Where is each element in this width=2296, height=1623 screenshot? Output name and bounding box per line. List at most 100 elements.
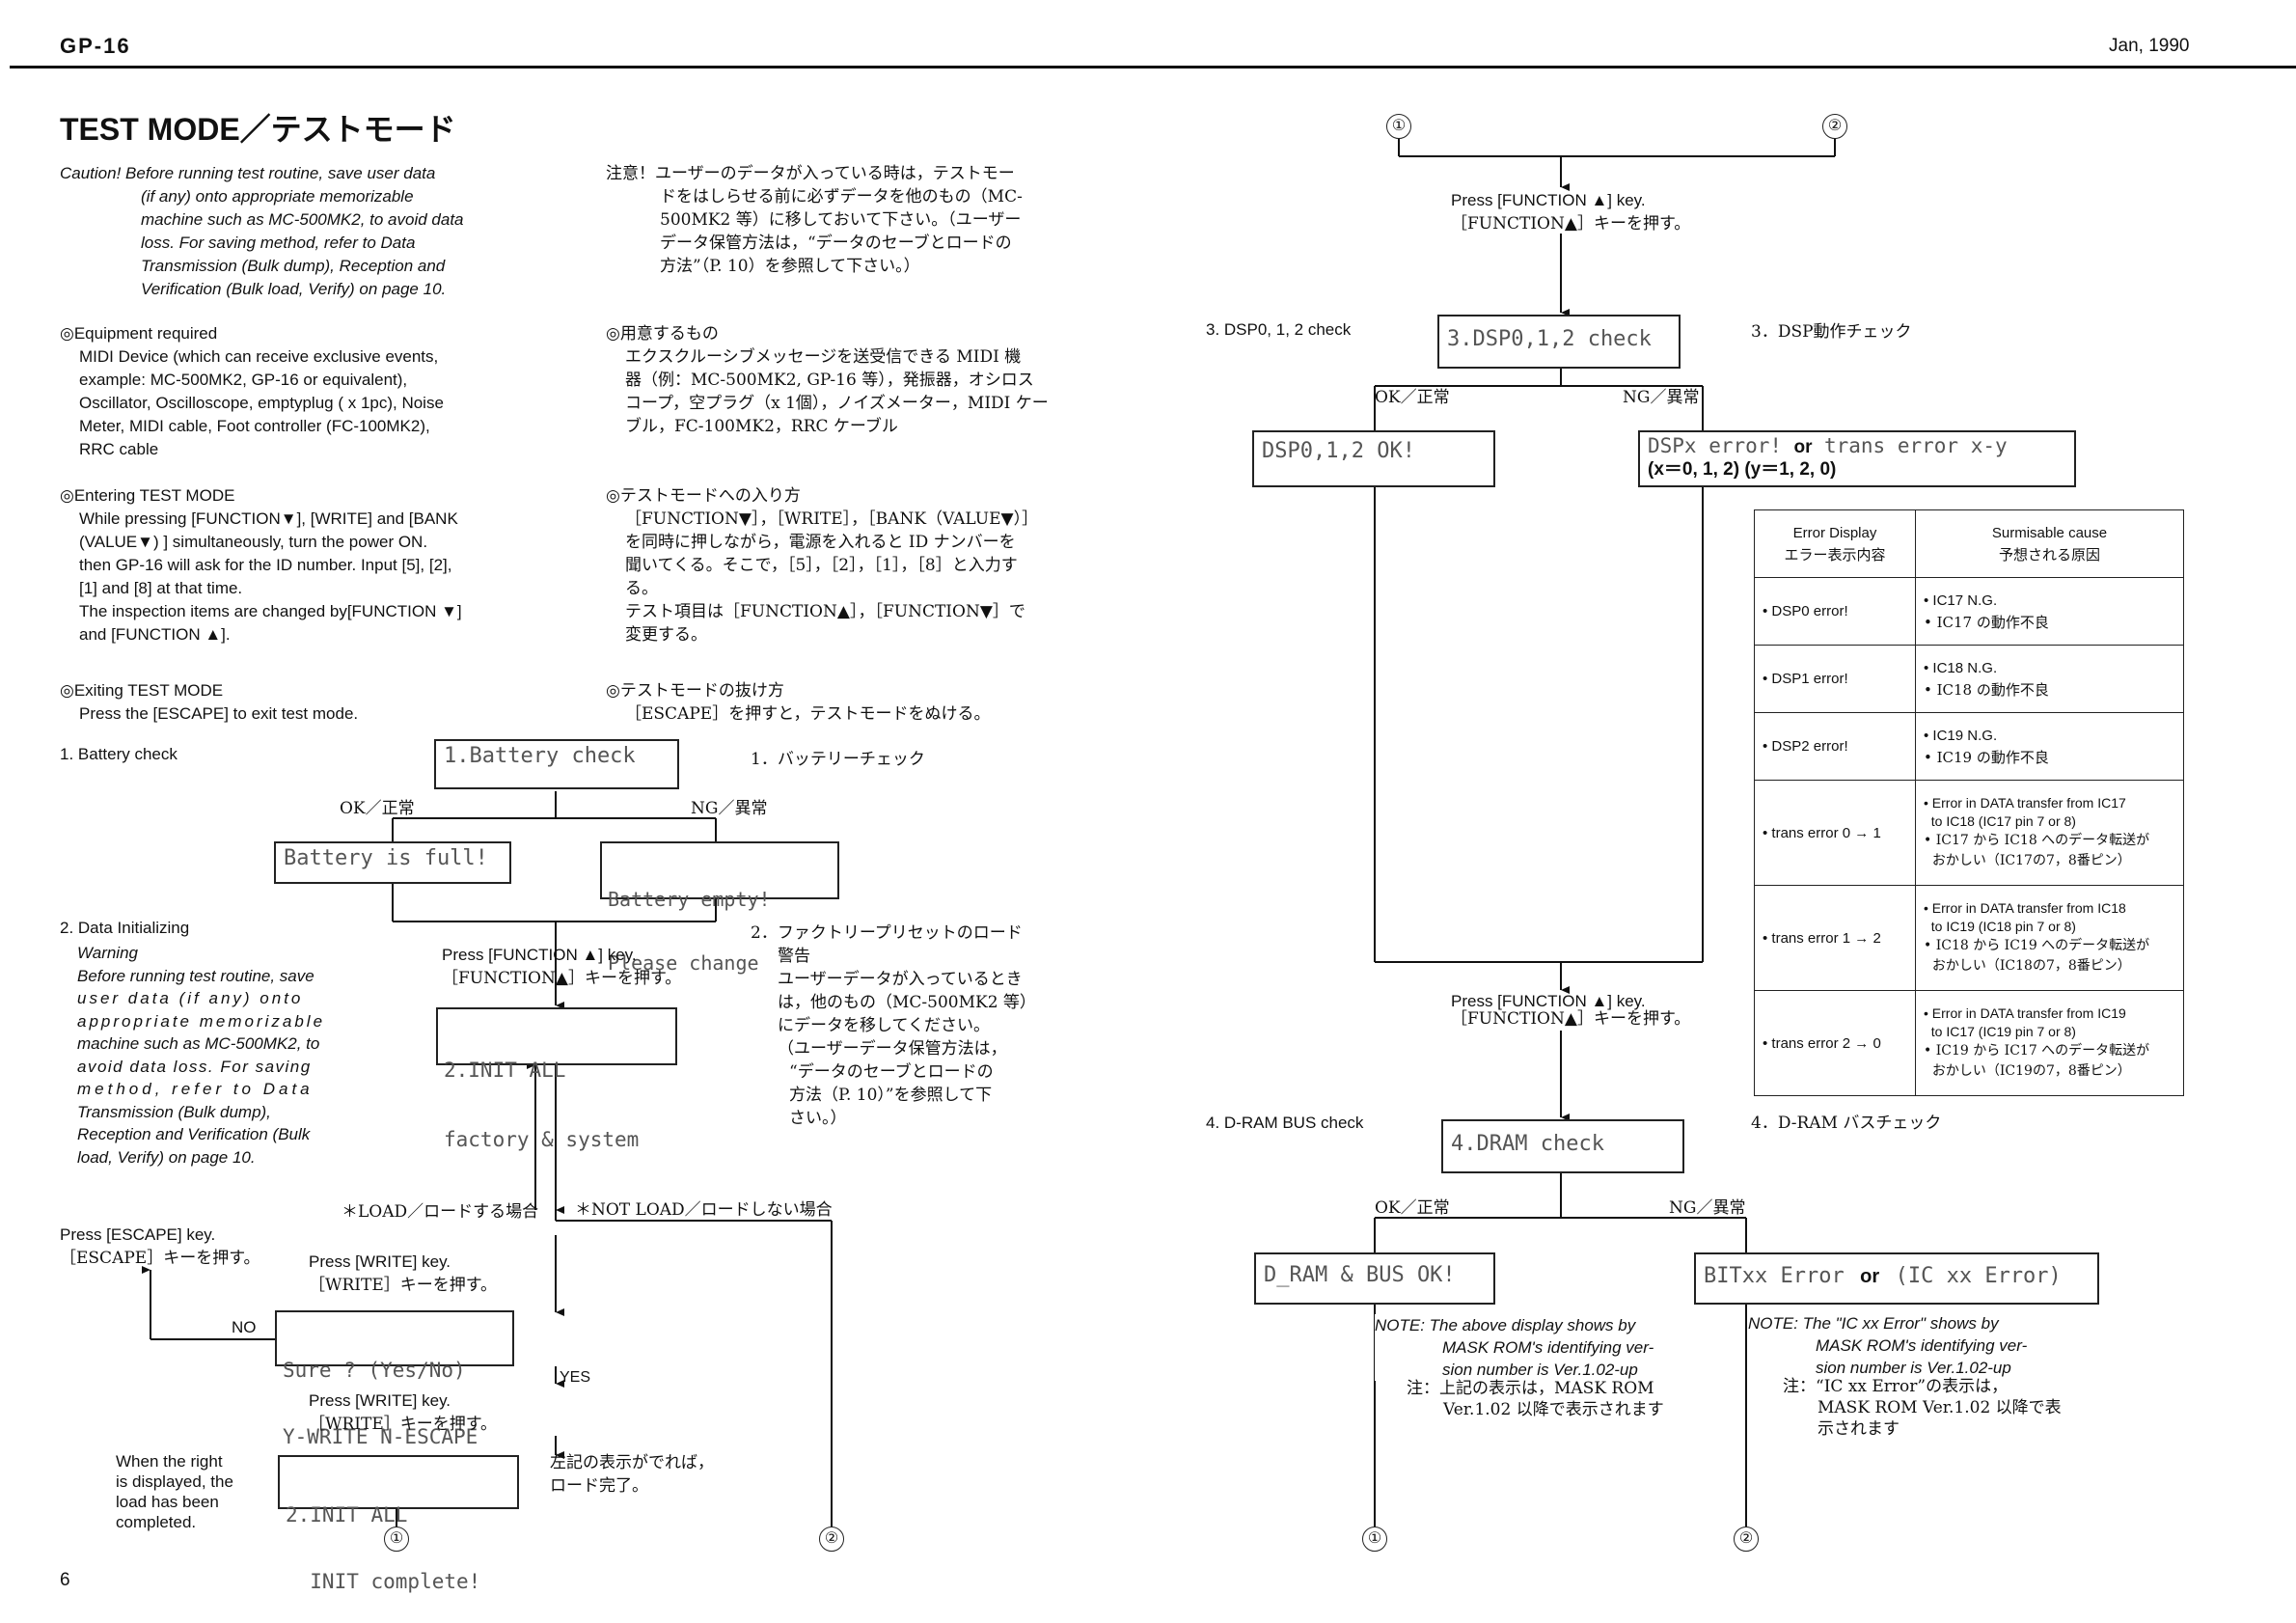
warning-line: Transmission (Bulk dump),	[77, 1102, 271, 1121]
complete-jp-line: 左記の表示がでれば，	[550, 1453, 714, 1472]
init-warning: Warning Before running test routine, sav…	[77, 942, 349, 1169]
table-row: • DSP1 error! • IC18 N.G.• IC18 の動作不良	[1754, 645, 2184, 713]
note-line: NOTE: The above display shows by	[1375, 1316, 1636, 1334]
caution-line: (if any) onto appropriate memorizable	[141, 187, 414, 206]
battery-full-lcd: Battery is full!	[274, 841, 511, 884]
dsp-ng-box: DSPx error! or trans error x-y (x＝0, 1, …	[1638, 430, 2076, 487]
complete-line: load has been	[116, 1493, 219, 1511]
dram-press-function-jp: ［FUNCTION▲］キーを押す。	[1451, 1009, 1691, 1029]
dsp-check-label: 3. DSP0, 1, 2 check	[1206, 320, 1352, 339]
connector-1-left: ①	[384, 1527, 409, 1552]
press-write-jp-2: ［WRITE］キーを押す。	[309, 1415, 498, 1434]
caution-jp-line: 500MK2 等）に移しておいて下さい。（ユーザー	[660, 210, 1022, 230]
page-title: TEST MODE／テストモード	[60, 112, 456, 147]
lcd-line: Battery empty!	[608, 888, 771, 911]
lcd-line: Sure ? (Yes/No)	[283, 1359, 466, 1382]
warning-line: method, refer to Data	[77, 1080, 314, 1098]
init-jp-warning: 警告	[778, 947, 810, 966]
connector-1-top: ①	[1386, 114, 1411, 139]
entering-line: [1] and [8] at that time.	[79, 579, 243, 597]
battery-ok-label: OK／正常	[340, 799, 415, 818]
equipment-jp-line: コープ，空プラグ（x 1個），ノイズメーター，MIDI ケー	[625, 394, 1049, 413]
equipment-line: MIDI Device (which can receive exclusive…	[79, 347, 439, 366]
entering-jp-line: る。	[625, 579, 658, 598]
equipment-en: ◎Equipment required MIDI Device (which c…	[60, 322, 513, 461]
note-line: MASK ROM's identifying ver-	[1442, 1338, 1654, 1357]
equipment-jp-heading: ◎用意するもの	[606, 324, 719, 344]
press-write-jp: ［WRITE］キーを押す。	[309, 1276, 498, 1295]
lcd-line: 2.INIT ALL	[286, 1503, 408, 1527]
yes-label: YES	[560, 1369, 591, 1386]
init-jp-line: ユーザーデータが入っているとき	[778, 970, 1023, 989]
lcd-line: 2.INIT ALL	[444, 1059, 566, 1082]
battery-lcd: 1.Battery check	[434, 739, 679, 789]
page-number: 6	[60, 1570, 70, 1590]
table-row: • DSP0 error! • IC17 N.G.• IC17 の動作不良	[1754, 577, 2184, 646]
press-write-label: Press [WRITE] key.	[309, 1252, 451, 1271]
warning-line: appropriate memorizable	[77, 1011, 326, 1031]
complete-line: completed.	[116, 1513, 197, 1531]
dram-check-label: 4. D-RAM BUS check	[1206, 1114, 1364, 1132]
entering-jp-line: 変更する。	[625, 625, 707, 645]
exiting-jp-heading: ◎テストモードの抜け方	[606, 681, 784, 701]
equipment-line: Oscillator, Oscilloscope, emptyplug ( x …	[79, 394, 444, 412]
error-table: Error Display エラー表示内容 Surmisable cause 予…	[1754, 509, 2184, 1096]
dsp-check-lcd: 3.DSP0,1,2 check	[1437, 315, 1681, 369]
sure-lcd: Sure ? (Yes/No) Y-WRITE N-ESCAPE	[275, 1310, 514, 1448]
note-jp-line: 注：上記の表示は，MASK ROM	[1407, 1379, 1654, 1398]
caution-line: loss. For saving method, refer to Data	[141, 234, 416, 252]
init-complete-lcd: 2.INIT ALL INIT complete!	[278, 1455, 519, 1593]
dram-or-label: or	[1860, 1266, 1880, 1287]
complete-line: is displayed, the	[116, 1472, 233, 1491]
dsp-error-lcd: DSPx error!	[1648, 434, 1783, 457]
entering-jp-line: 聞いてくる。そこで，［5］，［2］，［1］，［8］と入力す	[625, 556, 1018, 575]
init-press-function-jp: ［FUNCTION▲］キーを押す。	[442, 969, 682, 988]
entering-jp: ◎テストモードへの入り方 ［FUNCTION▼］，［WRITE］，［BANK（V…	[606, 484, 1059, 646]
init-jp-title: 2．ファクトリープリセットのロード	[751, 923, 1023, 943]
dsp-ok-label: OK／正常	[1375, 388, 1450, 407]
not-load-label: ＊NOT LOAD／ロードしない場合	[575, 1200, 833, 1220]
battery-ng-label: NG／異常	[691, 799, 768, 818]
battery-empty-lcd: Battery empty! Please change	[600, 841, 839, 974]
dsp-trans-error-lcd: trans error x-y	[1823, 434, 2008, 457]
equipment-heading: ◎Equipment required	[60, 324, 218, 343]
dram-ok-lcd: D_RAM & BUS OK!	[1254, 1252, 1495, 1305]
init-jp-line: にデータを移してください。	[778, 1016, 990, 1035]
caution-jp-line: 方法”（P. 10）を参照して下さい。）	[660, 257, 920, 276]
caution-jp-line: データ保管方法は，“データのセーブとロードの	[660, 234, 1012, 253]
caution-line: machine such as MC-500MK2, to avoid data	[141, 210, 464, 229]
entering-jp-line: テスト項目は［FUNCTION▲］，［FUNCTION▼］で	[625, 602, 1025, 621]
dsp-or-label: or	[1793, 437, 1813, 457]
connector-1-bottom: ①	[1362, 1527, 1387, 1552]
complete-en: When the right is displayed, the load ha…	[116, 1451, 233, 1532]
caution-en: Caution! Before running test routine, sa…	[60, 162, 504, 301]
error-display-header: Error Display エラー表示内容	[1754, 509, 1916, 578]
equipment-jp: ◎用意するもの エクスクルーシブメッセージを送受信できる MIDI 機 器（例：…	[606, 322, 1059, 438]
table-row: • trans error 1 → 2 • Error in DATA tran…	[1754, 885, 2184, 991]
note-line: sion number is Ver.1.02-up	[1816, 1359, 2011, 1377]
warning-line: machine such as MC-500MK2, to	[77, 1034, 320, 1053]
dsp-vars: (x＝0, 1, 2) (y＝1, 2, 0)	[1648, 459, 1837, 480]
battery-check-label: 1. Battery check	[60, 745, 178, 763]
warning-line: load, Verify) on page 10.	[77, 1147, 256, 1167]
dram-note-left-jp: 注：上記の表示は，MASK ROM Ver.1.02 以降で表示されます	[1407, 1378, 1715, 1420]
caution-line: Transmission (Bulk dump), Reception and	[141, 257, 446, 275]
note-jp-line: MASK ROM Ver.1.02 以降で表	[1818, 1398, 2062, 1417]
press-escape-label: Press [ESCAPE] key.	[60, 1225, 216, 1244]
entering-line: While pressing [FUNCTION▼], [WRITE] and …	[79, 509, 458, 528]
exiting-jp-line: ［ESCAPE］を押すと，テストモードをぬける。	[625, 704, 991, 724]
complete-jp: 左記の表示がでれば， ロード完了。	[550, 1451, 714, 1498]
warning-line: user data (if any) onto	[77, 989, 304, 1007]
equipment-jp-line: 器（例：MC-500MK2, GP-16 等），発振器，オシロス	[625, 371, 1034, 390]
note-jp-line: 注：“IC xx Error”の表示は，	[1783, 1377, 2009, 1396]
caution-jp-line: ドをはしらせる前に必ずデータを他のもの（MC-	[660, 187, 1023, 206]
table-row: • DSP2 error! • IC19 N.G.• IC19 の動作不良	[1754, 712, 2184, 781]
load-label: ＊LOAD／ロードする場合	[342, 1202, 539, 1222]
note-line: NOTE: The "IC xx Error" shows by	[1748, 1314, 1999, 1333]
dram-check-jp: 4．D-RAM バスチェック	[1751, 1114, 1942, 1133]
equipment-jp-line: エクスクルーシブメッセージを送受信できる MIDI 機	[625, 347, 1022, 367]
dsp-press-function-jp: ［FUNCTION▲］キーを押す。	[1451, 214, 1691, 234]
init-jp-line: （ユーザーデータ保管方法は，	[778, 1039, 1007, 1059]
entering-line: and [FUNCTION ▲].	[79, 625, 231, 644]
complete-jp-line: ロード完了。	[550, 1476, 648, 1496]
